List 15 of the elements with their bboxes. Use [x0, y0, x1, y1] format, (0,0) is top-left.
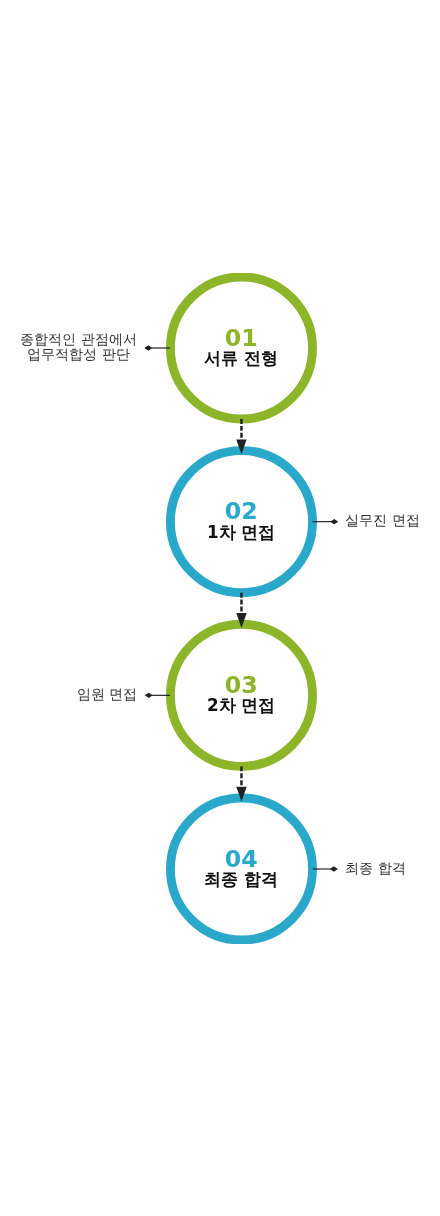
node-circle: 01 서류 전형 [166, 272, 317, 423]
arrow [236, 592, 247, 628]
node-text: 임원 면접 [77, 685, 138, 702]
node-text: 최종 합격 [345, 859, 406, 876]
node-circle: 04 최종 합격 [166, 793, 317, 944]
connector [144, 344, 171, 351]
connector [144, 692, 171, 698]
node-circle: 02 1차 면접 [166, 445, 317, 597]
node-circle: 03 2차 면접 [166, 619, 317, 771]
arrow [236, 418, 247, 454]
connector [312, 518, 339, 524]
arrow [236, 765, 247, 802]
connector [312, 865, 338, 872]
node-text: 실무진 면접 [345, 511, 420, 528]
node-text: 종합적인 관점에서 업무적합성 판단 [20, 330, 137, 362]
